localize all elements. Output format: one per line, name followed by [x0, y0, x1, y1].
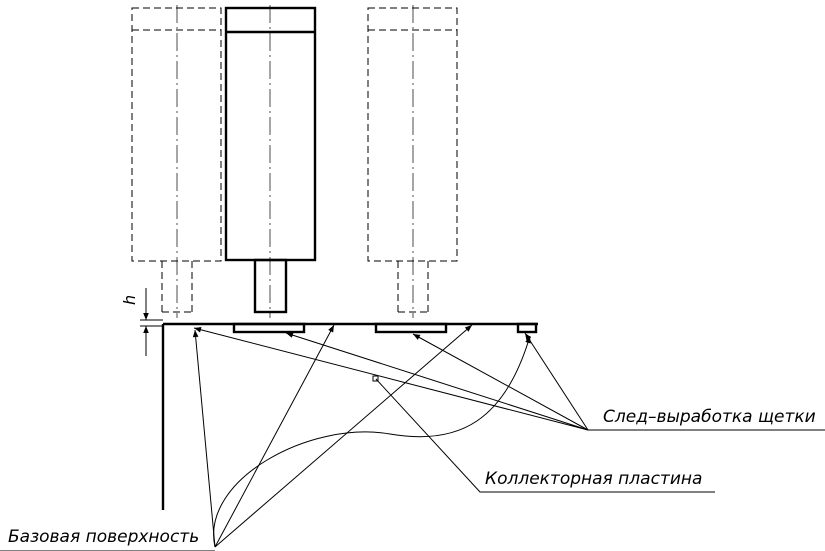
commutator-base [140, 322, 538, 510]
commutator-plate-label: Коллекторная пластина [485, 469, 702, 489]
base-surface-leaders [0, 324, 531, 551]
commutator-plate-leader [372, 375, 715, 493]
wear-trace-1 [232, 322, 306, 334]
center-brush [224, 5, 317, 318]
wear-trace-3 [516, 322, 538, 334]
left-phantom-brush [131, 5, 222, 318]
brush-trace-leaders [193, 327, 825, 431]
wear-traces [232, 322, 538, 334]
height-dimension: h [120, 288, 163, 356]
brush-trace-label: След–выработка щетки [603, 407, 816, 427]
base-surface-label: Базовая поверхность [8, 527, 199, 547]
height-dim-label: h [120, 295, 139, 305]
right-phantom-brush [367, 5, 458, 318]
wear-trace-2 [374, 322, 448, 334]
